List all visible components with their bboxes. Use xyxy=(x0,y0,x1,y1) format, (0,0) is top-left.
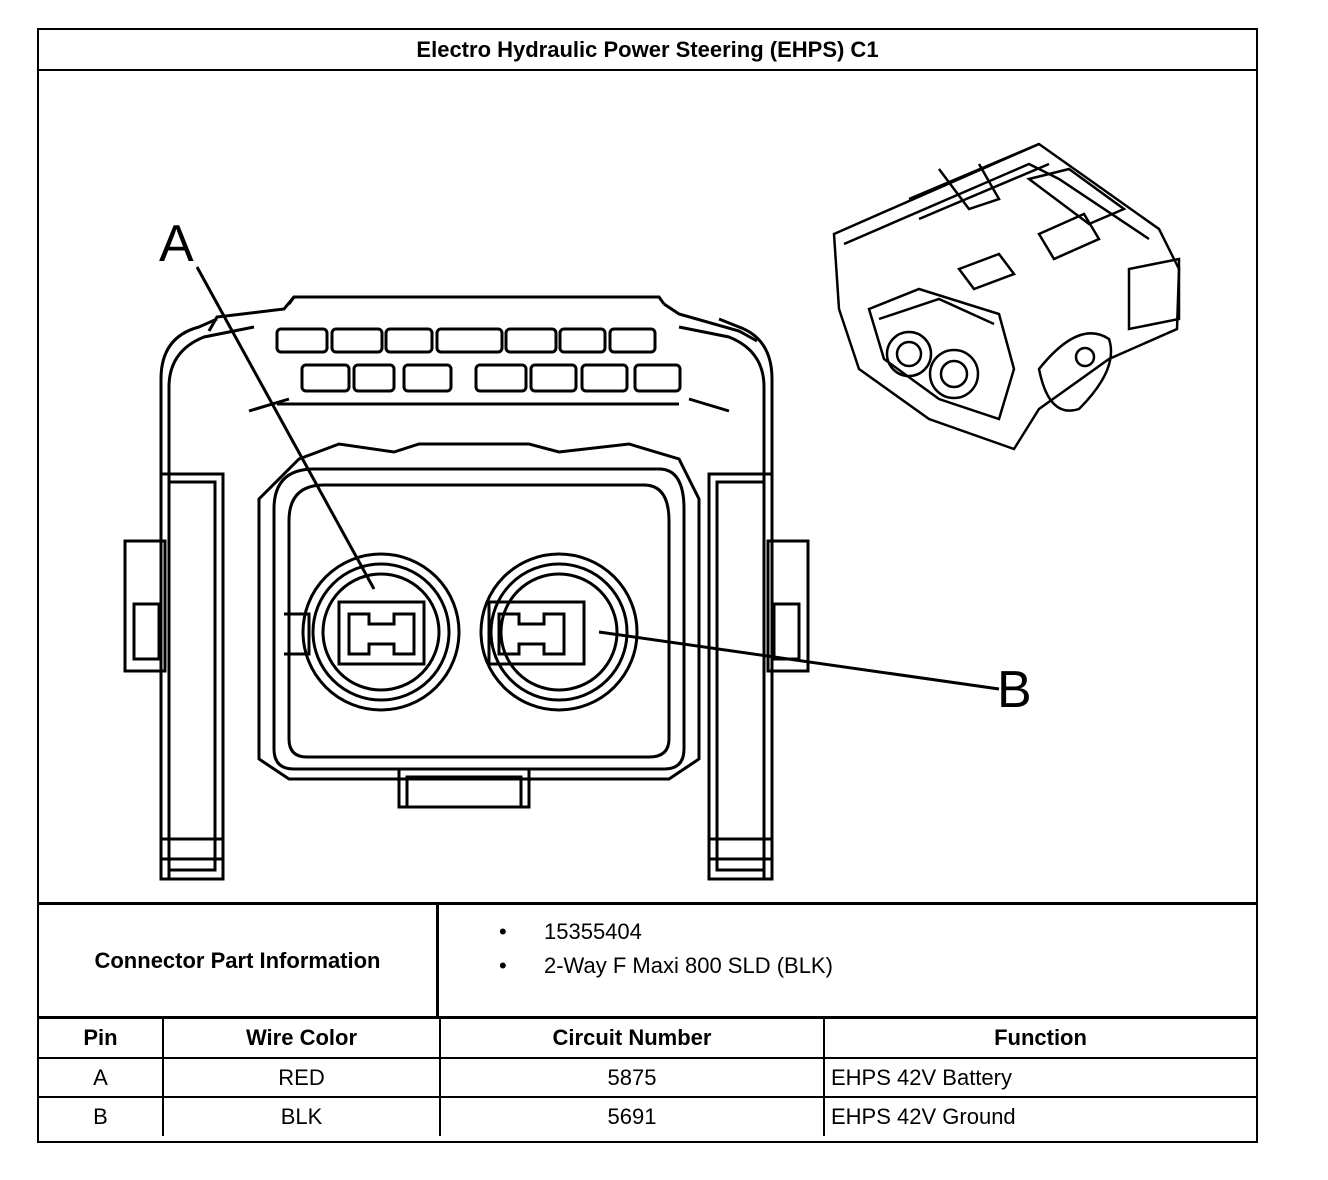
part-description: 2-Way F Maxi 800 SLD (BLK) xyxy=(544,953,833,978)
part-info-item: • 2-Way F Maxi 800 SLD (BLK) xyxy=(439,949,1256,983)
header-function: Function xyxy=(823,1019,1256,1059)
part-number: 15355404 xyxy=(544,919,642,944)
header-wire-color: Wire Color xyxy=(162,1019,441,1059)
bullet-icon: • xyxy=(499,919,507,944)
pin-cell: B xyxy=(39,1096,164,1136)
connector-front-view: A B xyxy=(123,142,1181,881)
connector-part-info-list: • 15355404 • 2-Way F Maxi 800 SLD (BLK) xyxy=(439,905,1256,1016)
table-row: A RED 5875 EHPS 42V Battery xyxy=(39,1057,1256,1098)
pin-table-header-row: Pin Wire Color Circuit Number Function xyxy=(39,1019,1256,1059)
pin-table: Pin Wire Color Circuit Number Function A… xyxy=(39,1019,1256,1136)
pin-cell: A xyxy=(39,1057,164,1098)
part-info-item: • 15355404 xyxy=(439,915,1256,949)
connector-3d-view-icon xyxy=(832,142,1181,451)
header-pin: Pin xyxy=(39,1019,164,1059)
circuit-number-cell: 5691 xyxy=(439,1096,825,1136)
page-title: Electro Hydraulic Power Steering (EHPS) … xyxy=(39,30,1256,71)
wire-color-cell: RED xyxy=(162,1057,441,1098)
connector-sheet: Electro Hydraulic Power Steering (EHPS) … xyxy=(37,28,1258,1143)
function-cell: EHPS 42V Ground xyxy=(823,1096,1256,1136)
header-circuit-number: Circuit Number xyxy=(439,1019,825,1059)
bullet-icon: • xyxy=(499,953,507,978)
callout-a: A xyxy=(159,215,194,273)
circuit-number-cell: 5875 xyxy=(439,1057,825,1098)
wire-color-cell: BLK xyxy=(162,1096,441,1136)
connector-part-info: Connector Part Information • 15355404 • … xyxy=(39,902,1256,1019)
table-row: B BLK 5691 EHPS 42V Ground xyxy=(39,1096,1256,1136)
callout-b: B xyxy=(997,661,1032,719)
connector-diagram: A B xyxy=(39,69,1256,902)
function-cell: EHPS 42V Battery xyxy=(823,1057,1256,1098)
connector-part-info-label: Connector Part Information xyxy=(39,905,439,1016)
